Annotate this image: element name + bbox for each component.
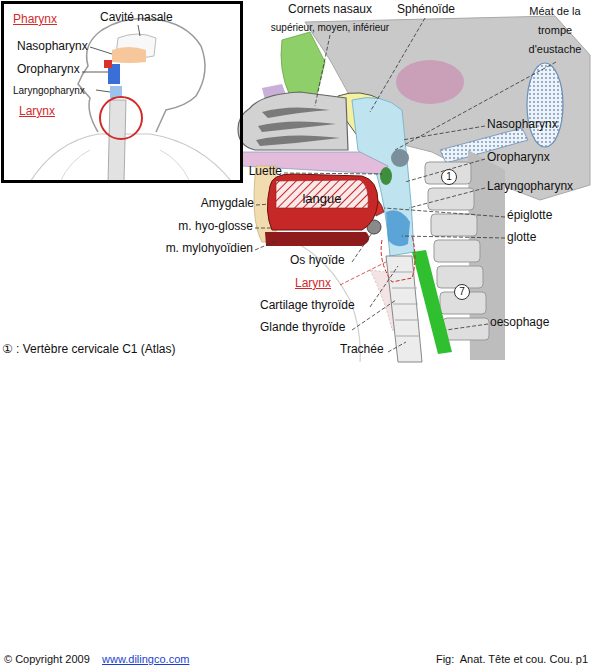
callout-number: 7 bbox=[455, 286, 469, 298]
part-label: Cornets nasaux bbox=[270, 3, 390, 17]
vertebra bbox=[434, 240, 480, 262]
part-label: oesophage bbox=[490, 316, 549, 330]
leader-line bbox=[409, 188, 485, 208]
part-label: Trachée bbox=[340, 343, 384, 357]
vertebra bbox=[431, 214, 477, 236]
part-label: Cavité nasale bbox=[100, 11, 173, 25]
leader-line bbox=[352, 233, 372, 262]
leader-line bbox=[370, 266, 398, 307]
part-label: épiglotte bbox=[507, 209, 552, 223]
inset-frame: Pharynx Cavité nasaleNasopharynxOropharyn… bbox=[1, 1, 243, 183]
part-label: Larynx bbox=[19, 105, 55, 119]
part-label: Sphénoïde bbox=[390, 3, 462, 17]
leader-line bbox=[255, 241, 276, 250]
vertebra bbox=[443, 318, 489, 340]
leader-line bbox=[402, 236, 505, 238]
uvula-patch bbox=[104, 60, 112, 68]
inset-heading: Pharynx bbox=[13, 13, 57, 27]
leader-line bbox=[402, 126, 485, 140]
callout-circle: 7 bbox=[454, 284, 470, 300]
part-label: Luette bbox=[200, 165, 282, 179]
leader-line bbox=[90, 47, 112, 54]
part-label: m. mylohyoïdien bbox=[130, 242, 253, 256]
mylohyoid-muscle bbox=[265, 232, 369, 246]
leader-line bbox=[138, 25, 140, 36]
figure-caption: Fig: Anat. Tête et cou. Cou. p1 bbox=[380, 653, 588, 666]
ear-shape bbox=[527, 63, 563, 147]
nasopharynx-patch bbox=[112, 47, 146, 63]
skull-bone-shape bbox=[396, 60, 464, 104]
part-label: Méat de la trompe d'eustache bbox=[518, 2, 592, 59]
leader-line bbox=[340, 262, 386, 285]
copyright-note: © Copyright 2009 bbox=[4, 653, 90, 666]
leader-line bbox=[315, 35, 330, 106]
uvula-shape bbox=[380, 167, 392, 185]
leader-line bbox=[352, 300, 396, 330]
leader-line bbox=[395, 62, 556, 150]
tongue-shape: langue bbox=[262, 172, 380, 234]
callout-circle: 1 bbox=[441, 169, 457, 185]
tongue-body bbox=[267, 174, 378, 230]
vertebra bbox=[428, 188, 474, 210]
part-label: Nasopharynx bbox=[487, 118, 558, 132]
body-outline bbox=[30, 134, 232, 182]
part-note: supérieur, moyen, inférieur bbox=[250, 22, 410, 34]
part-label: Oropharynx bbox=[17, 63, 80, 77]
nasal-concha bbox=[256, 135, 340, 146]
nasal-concha bbox=[258, 121, 336, 132]
leader-line bbox=[82, 72, 108, 73]
larynx-circle bbox=[100, 97, 142, 139]
part-label: Cartilage thyroïde bbox=[260, 299, 355, 313]
tongue-hatch bbox=[276, 180, 368, 208]
part-label: m. hyo-glosse bbox=[140, 220, 253, 234]
web-link: www.dilingco.com bbox=[102, 653, 189, 666]
trachea-rings bbox=[390, 272, 420, 336]
part-label: Laryngopharynx bbox=[487, 180, 573, 194]
glottis-shape bbox=[386, 210, 410, 246]
part-label: Amygdale bbox=[160, 197, 254, 211]
trachea-shape bbox=[108, 100, 126, 182]
adenoid-shape bbox=[391, 149, 409, 167]
nasal-cavity-shape bbox=[238, 92, 348, 150]
part-label: Oropharynx bbox=[487, 151, 550, 165]
part-label: Nasopharynx bbox=[17, 40, 88, 54]
part-label: Glande thyroïde bbox=[260, 321, 345, 335]
part-label: glotte bbox=[507, 231, 536, 245]
leader-line bbox=[96, 90, 110, 92]
leader-line bbox=[388, 342, 406, 352]
larynx-outline bbox=[381, 236, 415, 282]
part-label: Os hyoïde bbox=[290, 254, 345, 268]
oesophagus-shape bbox=[412, 250, 452, 354]
part-label: langue bbox=[292, 192, 352, 207]
leader-line bbox=[446, 324, 488, 330]
part-label: Laryngopharynx bbox=[13, 85, 85, 97]
trachea-shape bbox=[386, 256, 422, 362]
nasal-concha bbox=[262, 107, 330, 118]
part-label: Larynx bbox=[295, 277, 331, 291]
callout-number: 1 bbox=[442, 171, 456, 183]
leader-line bbox=[384, 208, 505, 217]
legend-note: ① : Vertèbre cervicale C1 (Atlas) bbox=[2, 343, 175, 357]
